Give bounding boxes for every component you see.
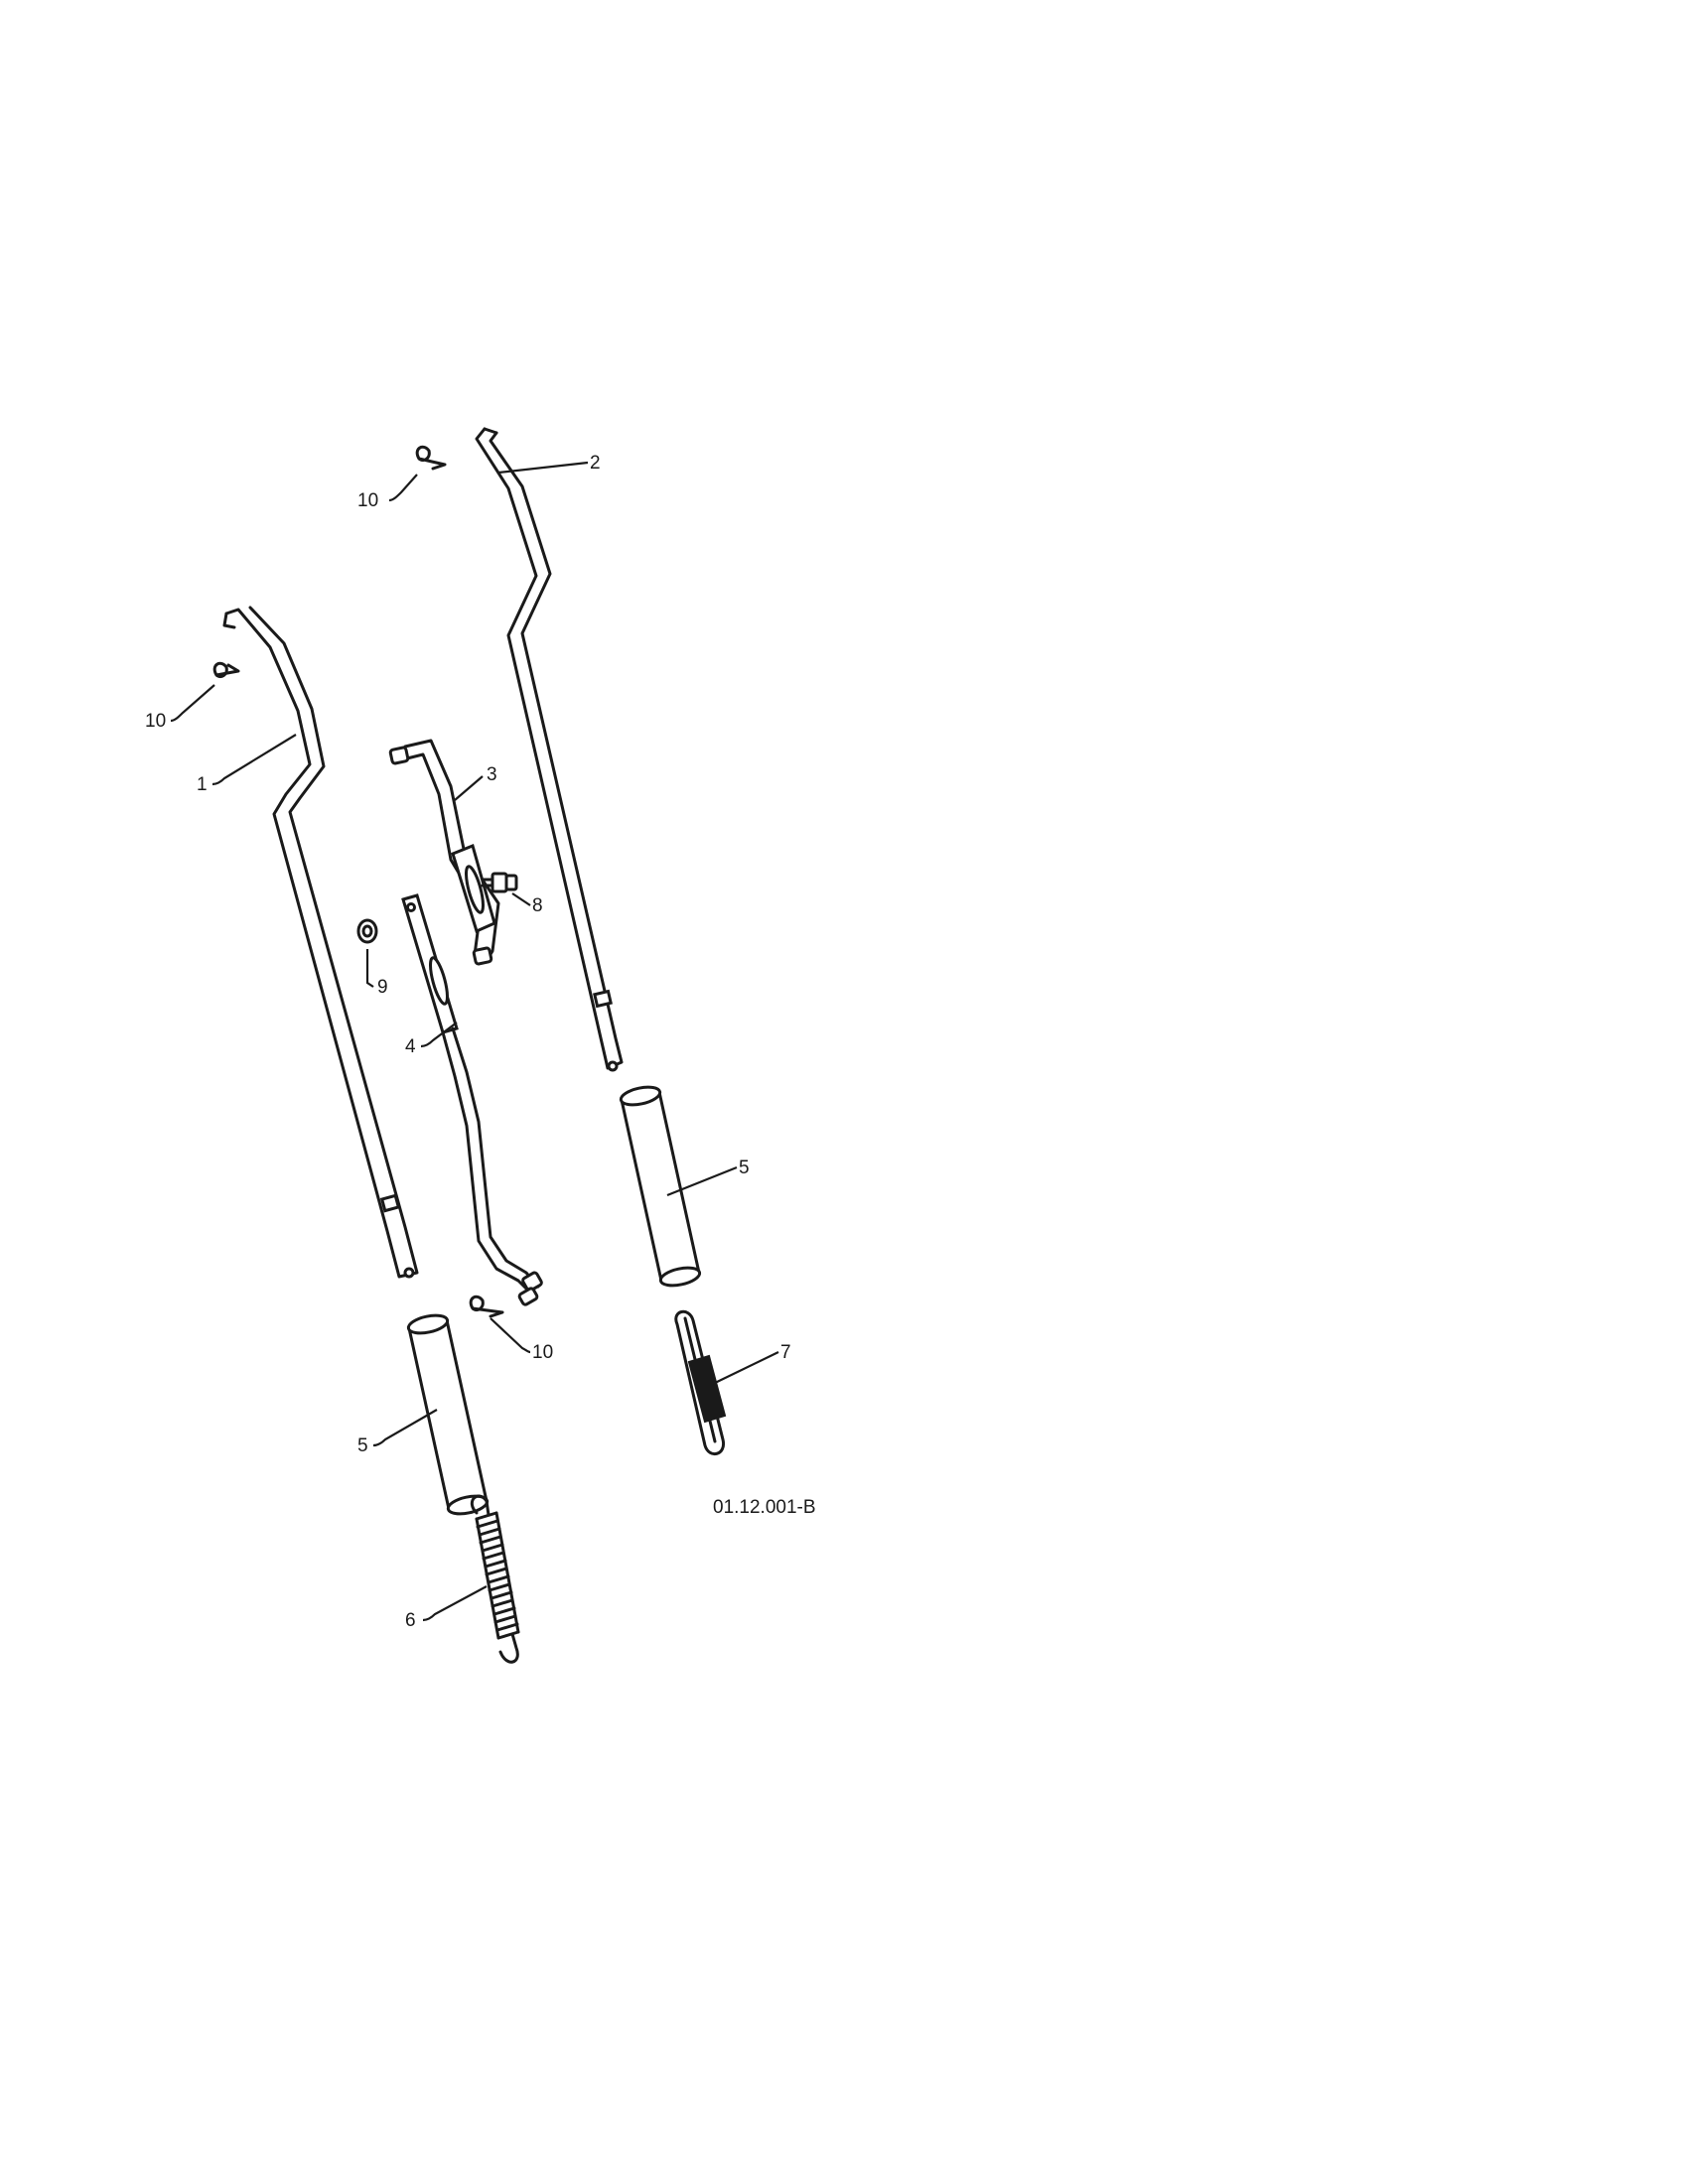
lever-4 <box>401 893 543 1306</box>
drawing-code: 01.12.001-B <box>713 1497 816 1518</box>
leader-5-right <box>666 1165 738 1197</box>
callout-nut-9: 9 <box>377 977 388 998</box>
leader-3 <box>454 775 484 801</box>
rod-1 <box>222 606 419 1279</box>
nut-9 <box>356 918 378 944</box>
callout-clip-10-left: 10 <box>145 711 166 732</box>
lever-3 <box>388 739 500 966</box>
callout-lever-3: 3 <box>487 764 497 785</box>
spring-6 <box>470 1494 520 1664</box>
spring-7 <box>674 1309 727 1455</box>
callout-bolt-8: 8 <box>532 895 543 916</box>
leader-10-top <box>388 474 418 502</box>
leader-4 <box>420 1022 458 1048</box>
clip-10-bottom <box>469 1295 504 1318</box>
clip-10-top <box>415 445 447 471</box>
leader-6 <box>422 1585 488 1622</box>
leader-7 <box>712 1351 779 1385</box>
callout-rod-1: 1 <box>197 774 208 795</box>
bolt-8 <box>481 872 518 893</box>
leader-10-left <box>170 684 215 723</box>
leader-10-bottom <box>490 1317 531 1354</box>
callout-clip-10-top: 10 <box>357 490 378 511</box>
callout-spring-6: 6 <box>405 1610 416 1631</box>
callout-lever-4: 4 <box>405 1036 416 1057</box>
callout-clip-10-bottom: 10 <box>532 1342 553 1363</box>
callout-grip-5-right: 5 <box>739 1158 750 1178</box>
leader-2 <box>497 461 589 475</box>
leader-9 <box>365 949 374 988</box>
callout-rod-2: 2 <box>590 453 601 474</box>
callout-spring-7: 7 <box>780 1342 791 1363</box>
spring-6-coils <box>475 1511 520 1640</box>
leader-1 <box>211 734 297 786</box>
callout-grip-5-left: 5 <box>357 1435 368 1456</box>
leader-5-left <box>372 1409 438 1447</box>
rod-2 <box>475 427 624 1072</box>
grip-5-right <box>619 1085 702 1288</box>
clip-10-left <box>212 661 240 679</box>
leader-8 <box>511 892 531 906</box>
grip-5-left <box>406 1313 490 1516</box>
